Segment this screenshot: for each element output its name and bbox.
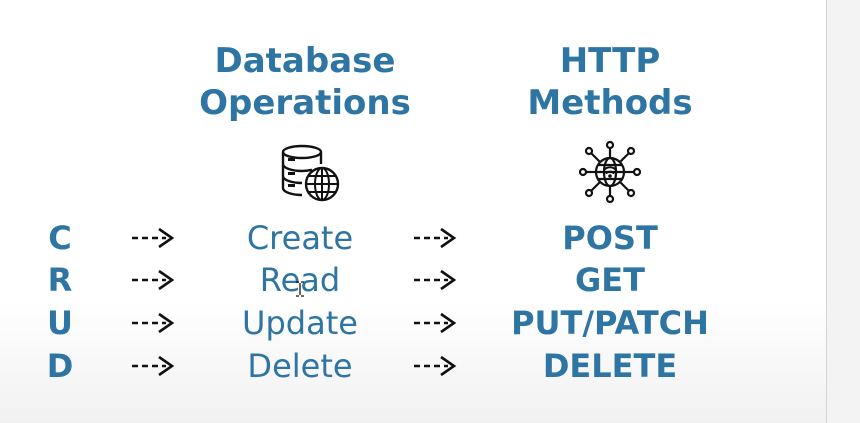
database-globe-icon [281,144,340,202]
heading-line: Operations [199,83,411,123]
globe-network-icon [578,140,642,204]
database-operation: Create [246,219,354,257]
crud-letter: R [47,261,73,299]
http-method: DELETE [542,347,678,385]
dashed-arrow-right-icon [132,355,175,377]
crud-row: D Delete DELETE [0,345,826,387]
dashed-arrow-right-icon [132,269,175,291]
http-methods-heading: HTTP Methods [485,40,735,124]
http-method: GET [575,261,645,299]
heading-line: HTTP [559,41,661,81]
crud-letter: C [48,219,72,257]
http-method: PUT/PATCH [511,304,709,342]
database-operations-heading: Database Operations [180,40,430,124]
http-method: POST [562,219,658,257]
heading-line: Database [214,41,396,81]
dashed-arrow-right-icon [414,355,457,377]
crud-letter: U [47,304,73,342]
slide: Database Operations HTTP Methods [0,0,826,423]
crud-row: U Update PUT/PATCH [0,302,826,344]
dashed-arrow-right-icon [132,227,175,249]
side-scroll-strip[interactable] [826,0,860,423]
dashed-arrow-right-icon [414,312,457,334]
text-cursor-icon [296,281,304,297]
dashed-arrow-right-icon [414,269,457,291]
crud-row: C Create POST [0,217,826,259]
database-operation: Delete [247,347,353,385]
heading-line: Methods [527,83,693,123]
crud-row: R Read GET [0,259,826,301]
database-operation: Update [242,304,358,342]
dashed-arrow-right-icon [132,312,175,334]
dashed-arrow-right-icon [414,227,457,249]
crud-letter: D [46,347,74,385]
